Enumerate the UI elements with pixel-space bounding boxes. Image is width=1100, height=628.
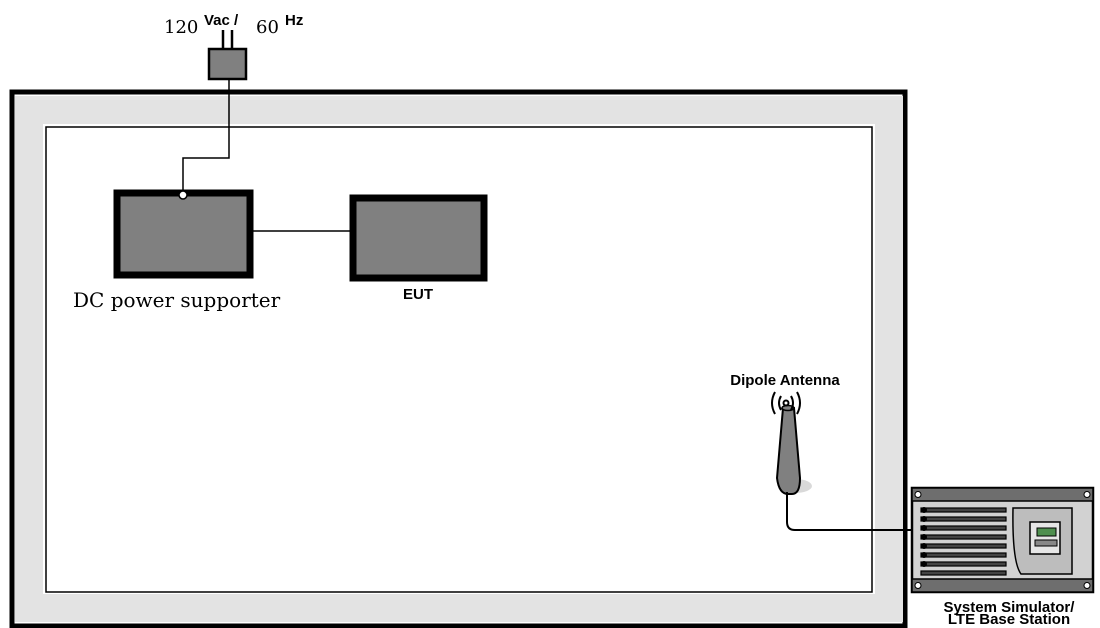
simulator-display <box>1036 527 1057 537</box>
shielded-chamber <box>9 89 908 628</box>
eut-box <box>349 194 488 282</box>
voltage-unit: Vac / <box>204 12 239 29</box>
antenna-cable <box>786 492 920 531</box>
radio-waves-icon <box>771 391 801 415</box>
system-simulator-icon <box>910 486 1095 594</box>
dc-power-supporter-label: DC power supporter <box>73 288 281 312</box>
power-connector-icon <box>178 190 188 200</box>
dipole-antenna-label: Dipole Antenna <box>730 372 840 389</box>
eut-label: EUT <box>403 286 433 303</box>
dc-power-supporter-box <box>113 189 254 279</box>
frequency-unit: Hz <box>285 12 303 29</box>
power-cable <box>182 79 230 194</box>
simulator-label-line2: LTE Base Station <box>948 611 1070 628</box>
simulator-label-line1: System Simulator/ <box>944 599 1076 616</box>
power-plug-icon <box>207 30 248 81</box>
voltage-value: 120 <box>164 17 198 38</box>
frequency-value: 60 <box>256 17 279 38</box>
dipole-antenna-icon <box>775 399 812 495</box>
